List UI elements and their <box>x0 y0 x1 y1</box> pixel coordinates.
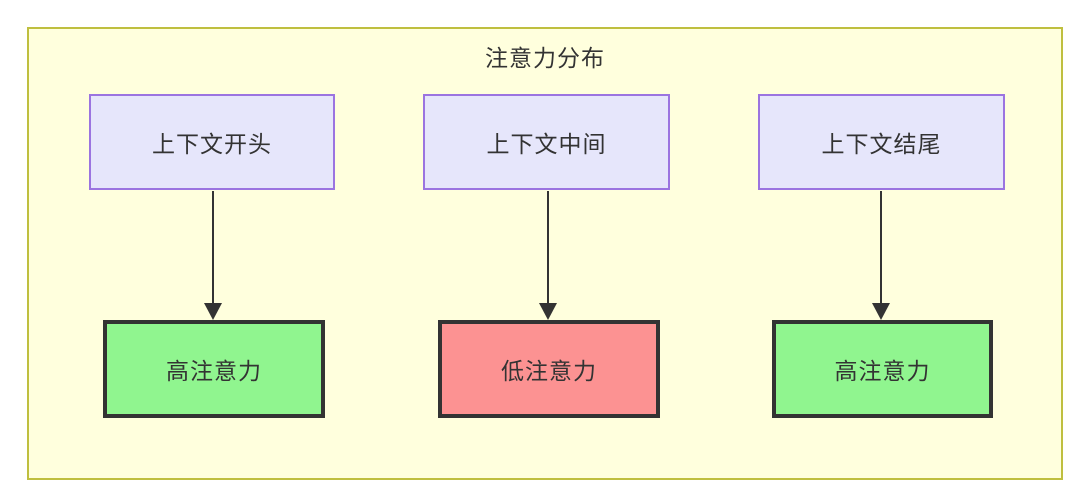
node-attention-high-end[interactable]: 高注意力 <box>772 320 993 418</box>
diagram-title: 注意力分布 <box>485 45 605 71</box>
node-context-end[interactable]: 上下文结尾 <box>758 94 1005 190</box>
node-context-start[interactable]: 上下文开头 <box>89 94 335 190</box>
node-context-middle[interactable]: 上下文中间 <box>423 94 670 190</box>
node-attention-low-middle[interactable]: 低注意力 <box>438 320 660 418</box>
node-attention-high-start[interactable]: 高注意力 <box>103 320 325 418</box>
